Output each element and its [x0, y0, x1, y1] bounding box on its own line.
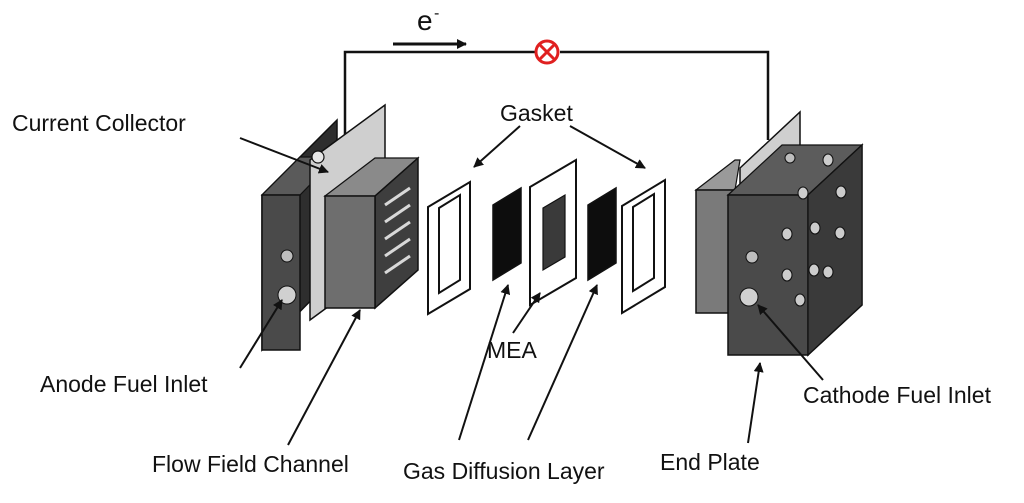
- cathode-fuel-inlet-arrow: [757, 304, 824, 381]
- flow-channel-slots: [384, 186, 411, 275]
- anode-gas-diffusion-layer: [492, 186, 522, 282]
- mea-membrane: [529, 158, 577, 307]
- label-gasket: Gasket: [500, 100, 573, 126]
- load-symbol-icon: [534, 39, 560, 65]
- label-flow-field-channel: Flow Field Channel: [152, 451, 349, 477]
- label-anode-fuel-inlet: Anode Fuel Inlet: [40, 371, 208, 397]
- gdl-arrow-left: [458, 284, 511, 441]
- leader-lines: [239, 125, 824, 446]
- anode-fuel-inlet-arrow: [239, 299, 283, 369]
- electron-label: e: [417, 5, 433, 36]
- current-collector-arrow: [239, 137, 329, 174]
- gasket-arrow-left: [473, 125, 521, 168]
- cathode-gasket: [621, 178, 666, 315]
- label-mea: MEA: [487, 337, 538, 363]
- cathode-gas-diffusion-layer: [587, 186, 617, 282]
- anode-gasket: [427, 180, 471, 316]
- gasket-arrow-right: [569, 125, 646, 169]
- label-end-plate: End Plate: [660, 449, 760, 475]
- cathode-end-plate: [726, 143, 864, 357]
- mea-arrow: [512, 292, 541, 334]
- external-circuit-wire: [343, 50, 770, 140]
- electron-superscript: -: [434, 5, 439, 22]
- label-gas-diffusion-layer: Gas Diffusion Layer: [403, 458, 605, 484]
- flow-field-channel-arrow: [287, 309, 361, 446]
- end-plate-arrow: [747, 362, 764, 444]
- gdl-arrow-right: [527, 284, 598, 441]
- end-plate-holes: [781, 153, 847, 307]
- label-current-collector: Current Collector: [12, 110, 186, 136]
- flow-field-channel-block: [323, 156, 420, 310]
- label-cathode-fuel-inlet: Cathode Fuel Inlet: [803, 382, 992, 408]
